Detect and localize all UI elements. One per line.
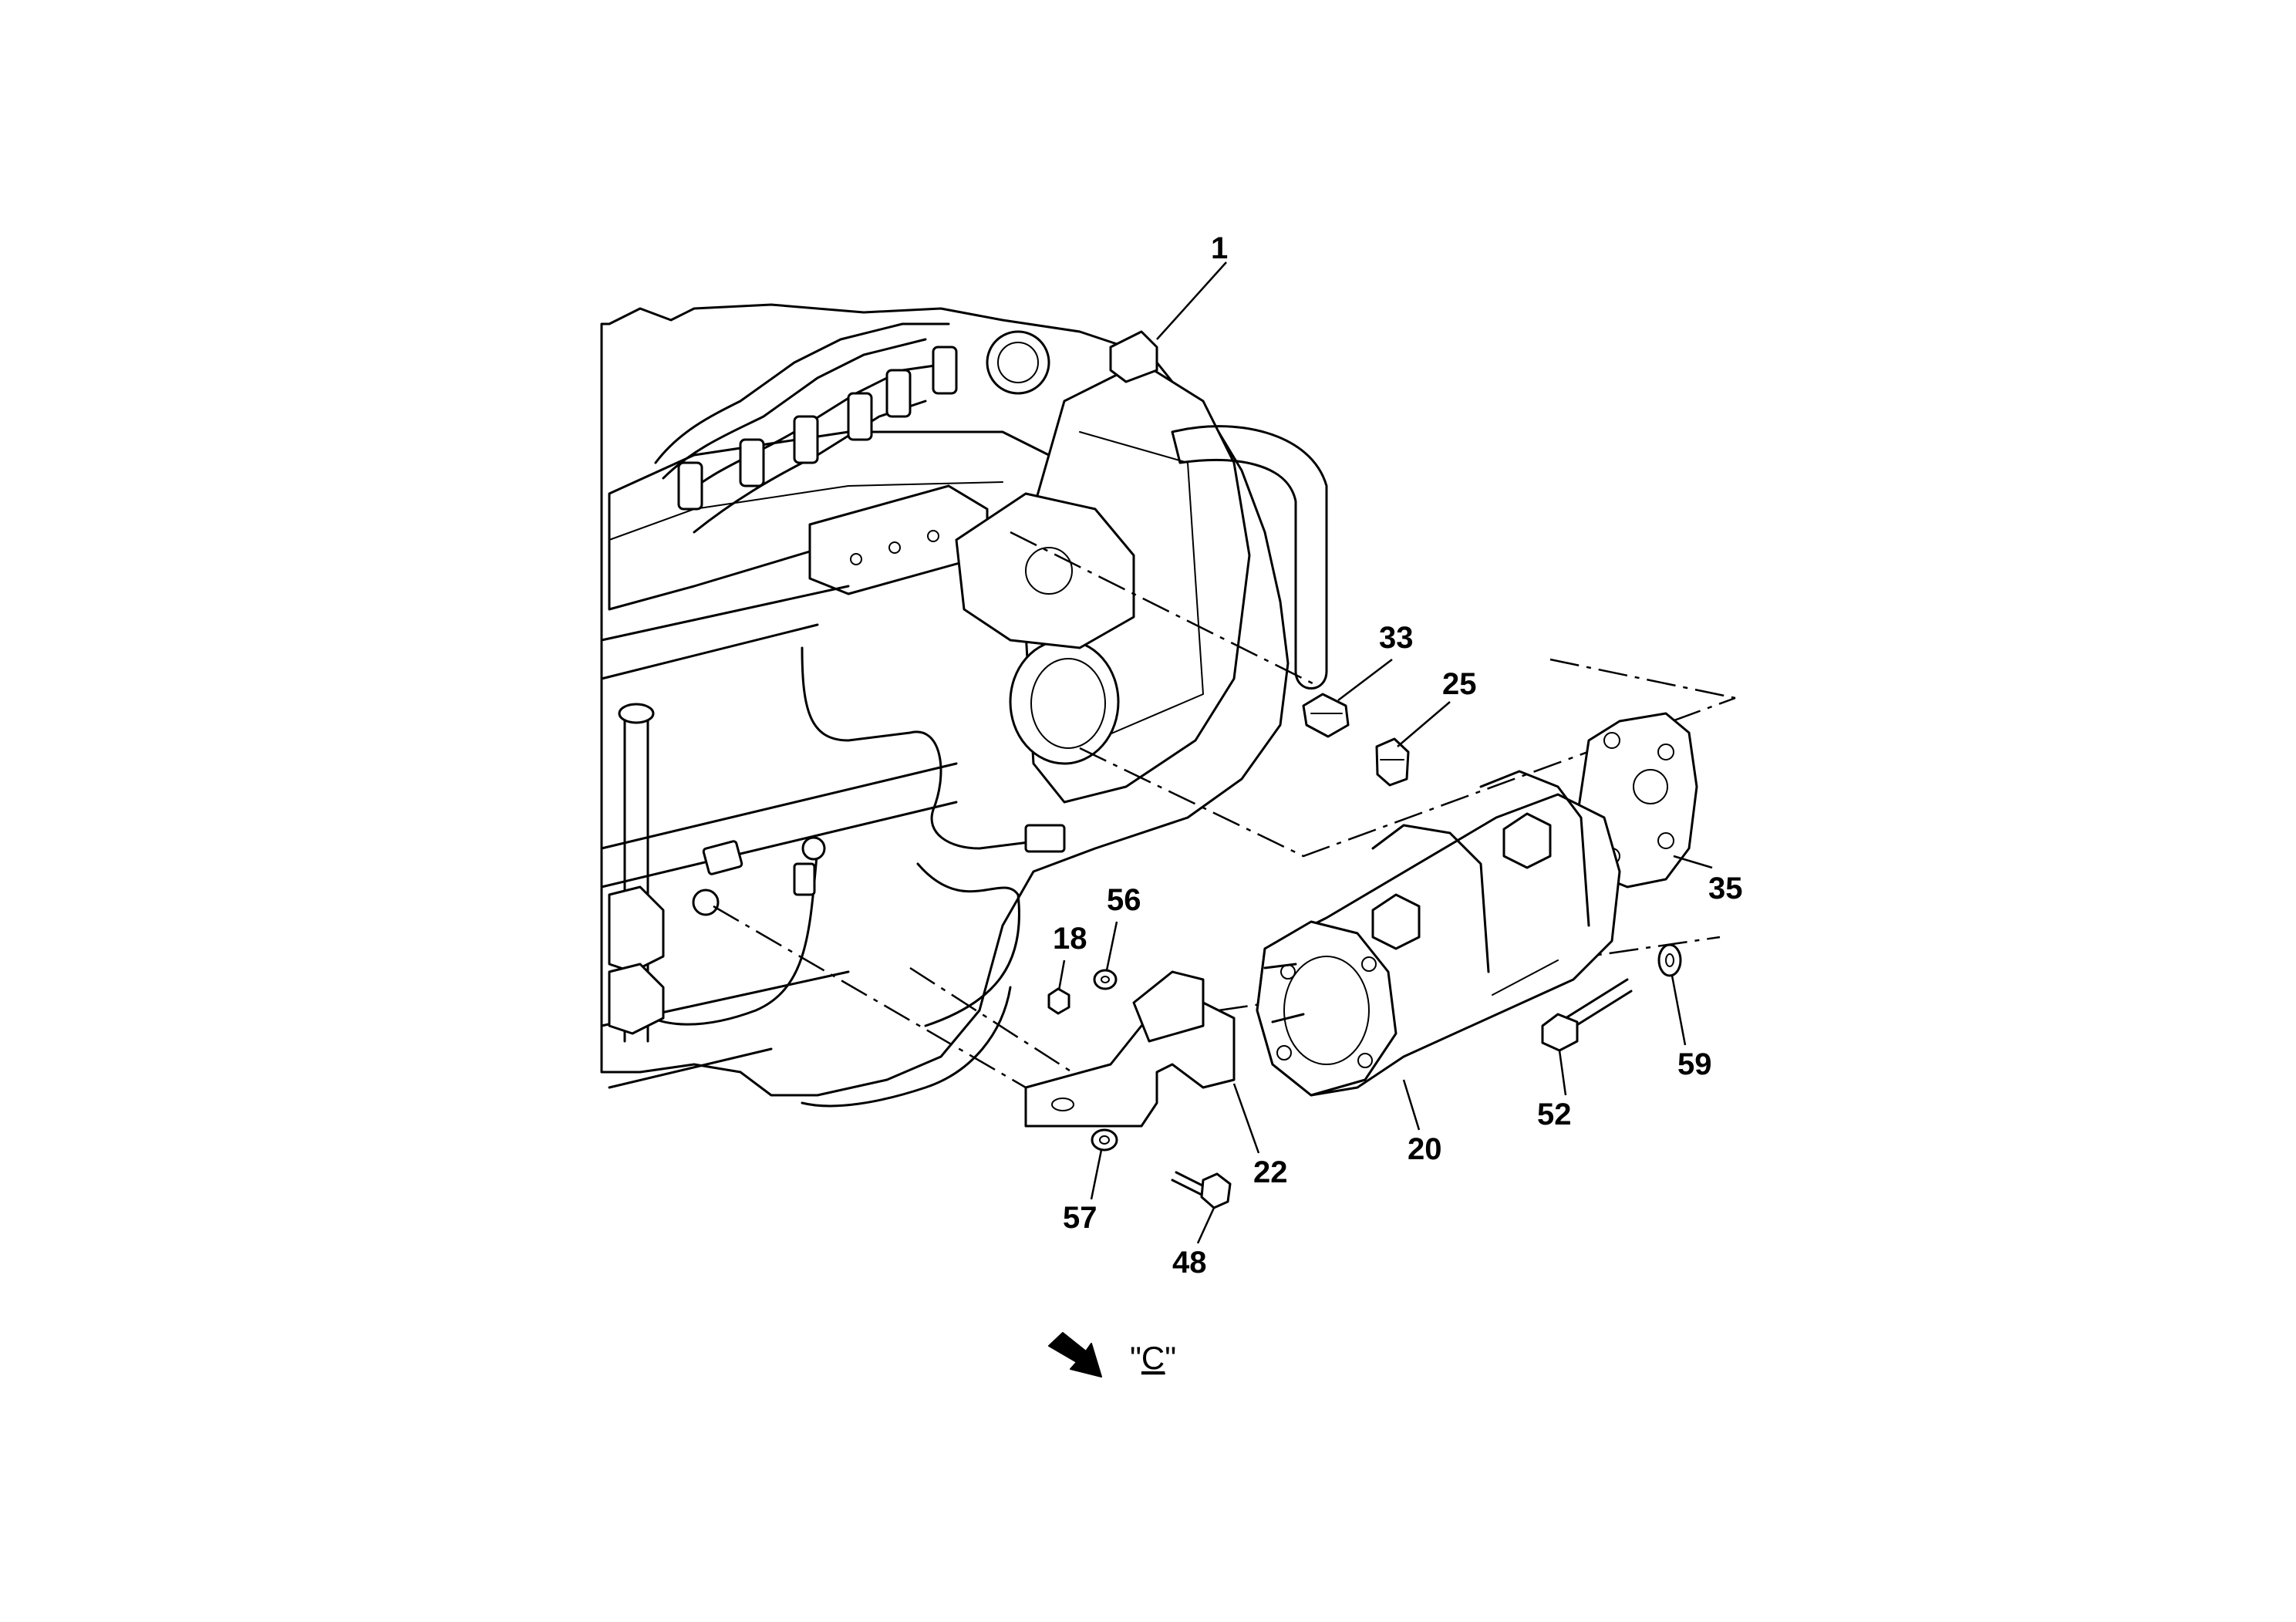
- callout-20: 20: [1408, 1132, 1442, 1166]
- view-direction-indicator: "C": [1048, 1332, 1176, 1378]
- view-label: "C": [1130, 1340, 1176, 1376]
- washer-59: [1657, 943, 1682, 977]
- bolt-48: [1171, 1171, 1232, 1209]
- callout-48: 48: [1172, 1246, 1207, 1280]
- callout-57: 57: [1063, 1201, 1097, 1235]
- callout-25: 25: [1442, 667, 1477, 701]
- callout-33: 33: [1379, 621, 1414, 655]
- callout-1: 1: [1211, 231, 1228, 265]
- leader-lines: [1057, 261, 1713, 1244]
- callout-18: 18: [1053, 922, 1087, 956]
- callout-52: 52: [1537, 1098, 1572, 1131]
- fitting-33: [1302, 693, 1350, 738]
- fuel-injectors: [677, 346, 958, 511]
- bolt-52: [1541, 978, 1633, 1052]
- callout-56: 56: [1107, 883, 1141, 917]
- view-label-letter: C: [1141, 1340, 1165, 1376]
- callout-labels: 1 33 25 35 56 18 59 52 20 22 57 48: [1053, 231, 1743, 1280]
- view-direction-arrow-icon: [1048, 1332, 1102, 1378]
- elbow-fitting-25: [1375, 737, 1410, 787]
- view-label-close-quote: ": [1165, 1340, 1176, 1376]
- bracket-22: [1024, 970, 1236, 1128]
- callout-35: 35: [1708, 872, 1743, 905]
- washer-56: [1093, 969, 1118, 990]
- hydraulic-pump-20: [1256, 770, 1621, 1097]
- view-label-open-quote: ": [1130, 1340, 1141, 1376]
- callout-59: 59: [1677, 1047, 1712, 1081]
- washer-57: [1091, 1128, 1118, 1152]
- callout-22: 22: [1253, 1155, 1288, 1189]
- nut-18: [1047, 987, 1070, 1015]
- engine-assembly: [600, 303, 1328, 1108]
